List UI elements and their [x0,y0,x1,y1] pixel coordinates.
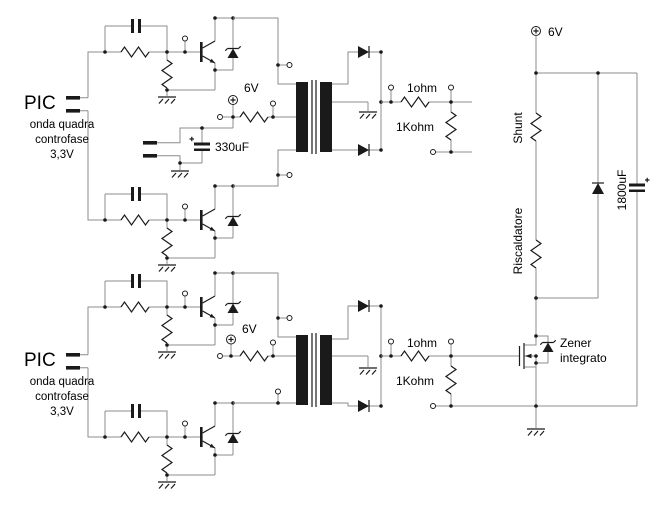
ch1-filter-cap-label: 330uF [215,140,249,154]
ch2-secondary-ground-icon [358,367,378,376]
mosfet-label-1: Zener [560,336,591,350]
ch1-load-resistor-icon [445,111,457,141]
pic2-wires [87,306,105,438]
ch1-supply-terminal [217,114,223,120]
ch1-secondary-ground-icon [358,111,378,120]
ch1-6v-source-icon [227,94,239,106]
ch1-power-connector-icon [142,140,166,159]
ch1-series-resistor-icon [400,96,430,108]
pic1-desc3: 3,3V [50,149,74,161]
power-wires [524,35,638,428]
mosfet-zener-icon [539,339,557,353]
pic2-label: PIC [24,350,56,371]
ch2-supply-terminal [217,353,223,359]
ch2-6v-source-icon [225,334,237,345]
ch1-feed-resistor-icon [239,111,269,123]
ch1-load-res-label: 1Kohm [396,120,434,134]
mosfet-label-2: integrato [560,351,607,365]
pic2-connector-icon [65,352,89,371]
ch2-transformer-icon [295,332,333,408]
ch2-feed-resistor-icon [239,350,269,362]
bulk-cap-label: 1800uF [615,170,629,211]
ch2-load-res-label: 1Kohm [396,374,434,388]
driver-stage-ch1-top [103,16,241,103]
pic1-wires [87,51,105,221]
pic2-desc2: controfase [35,391,89,403]
pic1-connector-icon [65,95,89,114]
ch1-transformer-icon [295,79,333,155]
pic1-input: PIC onda quadra controfase 3,3V [24,51,105,221]
ch2-supply-label: 6V [242,322,257,336]
power-supply-label: 6V [548,25,563,39]
pic1-desc2: controfase [35,134,89,146]
ch1-primary-wires [233,17,296,187]
ch1-series-res-label: 1ohm [407,81,437,95]
power-ground-icon [526,428,546,437]
driver-stage-ch1-bottom [103,184,241,271]
ch2-secondary-wires [332,305,382,407]
power-section: 6V Shunt Riscaldatore 1800uF Zener integ… [511,25,651,437]
pic2-input: PIC onda quadra controfase 3,3V [24,306,105,438]
ch2-series-res-label: 1ohm [407,336,437,350]
shunt-resistor-icon [530,112,542,142]
ch2-rectifier-diode-bottom-icon [357,399,370,413]
driver-stage-ch2-bottom [103,401,241,488]
flyback-diode-icon [591,182,605,195]
mosfet-icon [518,335,557,369]
pic1-desc1: onda quadra [30,119,95,131]
ch1-filter-cap-icon [188,136,211,152]
heater-label: Riscaldatore [511,207,525,274]
ch1-filter-ground-icon [170,170,190,179]
driver-stage-ch2-top [103,271,241,358]
shunt-label: Shunt [511,112,525,144]
channel2: 6V 1ohm 1Kohm [217,272,536,413]
ch2-rectifier-diode-top-icon [357,299,370,313]
ch1-supply-label: 6V [244,81,259,95]
power-6v-source-icon [530,25,542,37]
ch1-rectifier-diode-top-icon [357,45,370,59]
ch1-rectifier-diode-bottom-icon [357,143,370,157]
pic2-desc3: 3,3V [50,406,74,418]
pic2-desc1: onda quadra [30,376,95,388]
ch2-load-resistor-icon [445,365,457,395]
ch1-secondary-wires [332,51,382,151]
channel1: 6V 330uF 1ohm 1Kohm [142,17,472,187]
ch2-series-resistor-icon [400,350,430,362]
ch1-filter-wires [165,127,233,170]
heater-resistor-icon [530,239,542,269]
ch2-primary-wires [233,272,296,404]
bulk-cap-icon [628,177,651,193]
pic1-label: PIC [24,93,56,114]
